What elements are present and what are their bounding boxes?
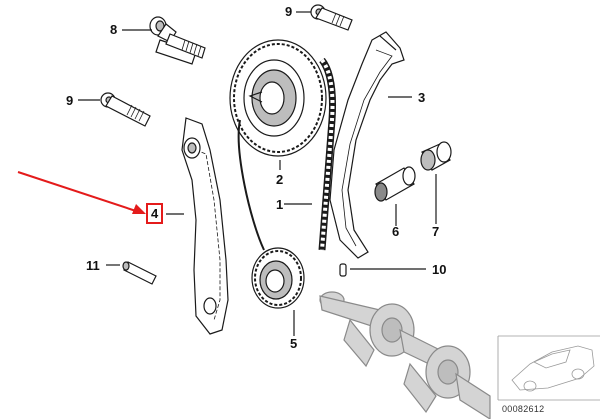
tensioner-rail-part [329,31,412,259]
right-dowel-pin-part [339,263,426,277]
upper-bolt-part [122,16,206,65]
callout-camshaft-sprocket: 2 [276,172,284,187]
left-dowel-pin-part [106,261,157,285]
left-bolt-part [78,92,151,127]
pointer-arrow [17,171,146,214]
timing-chain-part [237,57,336,251]
highlight-box [146,203,163,224]
crankshaft-part [319,291,491,419]
callout-dowel-pin-right: 10 [432,262,447,277]
callout-tensioner-cap: 7 [432,224,440,239]
callout-chain: 1 [276,197,284,212]
catalog-number: 00082612 [502,404,545,414]
callout-guide-rail: 4 [151,206,159,221]
top-bolt-part [296,4,353,31]
callout-bolt-left: 9 [66,93,74,108]
guide-rail-part [166,117,229,335]
callout-crankshaft-sprocket: 5 [290,336,298,351]
tensioner-cap-part [420,141,452,224]
callout-upper-bolt: 8 [110,22,118,37]
crankshaft-sprocket-part [251,247,305,336]
callout-bolt-top: 9 [285,4,293,19]
callout-tensioner-piston: 6 [392,224,400,239]
callout-dowel-pin-left: 11 [86,258,100,273]
tensioner-piston-part [374,166,416,226]
vehicle-thumbnail [497,335,600,401]
camshaft-sprocket-part [229,39,327,170]
callout-tensioner-rail: 3 [418,90,426,105]
